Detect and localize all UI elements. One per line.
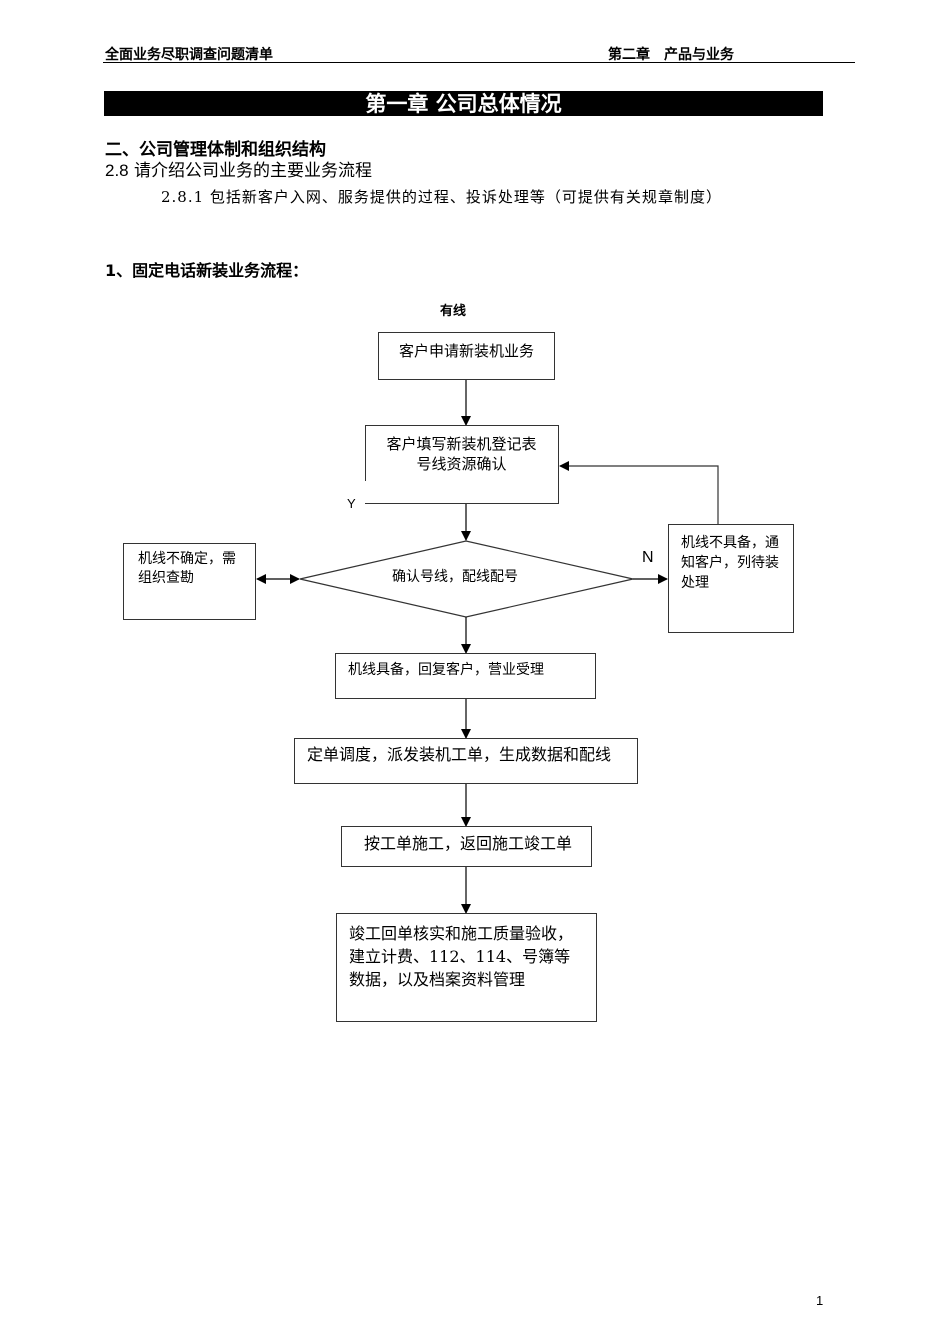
subsection-heading: 2.8 请介绍公司业务的主要业务流程 — [105, 156, 372, 181]
page-number: 1 — [816, 1293, 824, 1308]
header-rule — [103, 62, 855, 63]
node-final: 竣工回单核实和施工质量验收，建立计费、112、114、号簿等数据，以及档案资料管… — [336, 913, 597, 1022]
node-fill-form-line2: 号线资源确认 — [416, 455, 507, 473]
node-construct: 按工单施工，返回施工竣工单 — [341, 826, 592, 867]
node-dispatch: 定单调度，派发装机工单，生成数据和配线 — [294, 738, 638, 784]
subsection-text: 请介绍公司业务的主要业务流程 — [128, 161, 373, 181]
node-not-ready: 机线不具备，通知客户，列待装处理 — [668, 524, 794, 633]
subsection-number: 2.8 — [105, 161, 129, 180]
chapter-title: 第一章 公司总体情况 — [104, 91, 823, 116]
flow-heading: 1、固定电话新装业务流程： — [105, 261, 309, 280]
node-fill-form-line1: 客户填写新装机登记表 — [386, 435, 537, 453]
node-fill-form-left-edge — [365, 425, 366, 481]
section-heading: 二、公司管理体制和组织结构 — [105, 140, 326, 160]
node-uncertain: 机线不确定，需组织查勘 — [123, 543, 256, 620]
no-label: N — [642, 549, 654, 566]
arrow-not-ready-loop — [559, 461, 719, 524]
node-confirm: 确认号线，配线配号 — [392, 569, 518, 585]
header-chapter: 第二章 产品与业务 — [608, 47, 734, 63]
node-fill-form: 客户填写新装机登记表 号线资源确认 — [365, 425, 559, 504]
node-apply: 客户申请新装机业务 — [378, 332, 555, 380]
header-doc-title: 全面业务尽职调查问题清单 — [105, 47, 273, 63]
flow-caption: 有线 — [440, 303, 467, 318]
yes-label: Y — [347, 496, 356, 511]
flowchart-connectors — [256, 379, 719, 914]
node-accept: 机线具备，回复客户，营业受理 — [335, 653, 596, 699]
body-paragraph: 2.8.1 包括新客户入网、服务提供的过程、投诉处理等（可提供有关规章制度） — [161, 188, 722, 206]
